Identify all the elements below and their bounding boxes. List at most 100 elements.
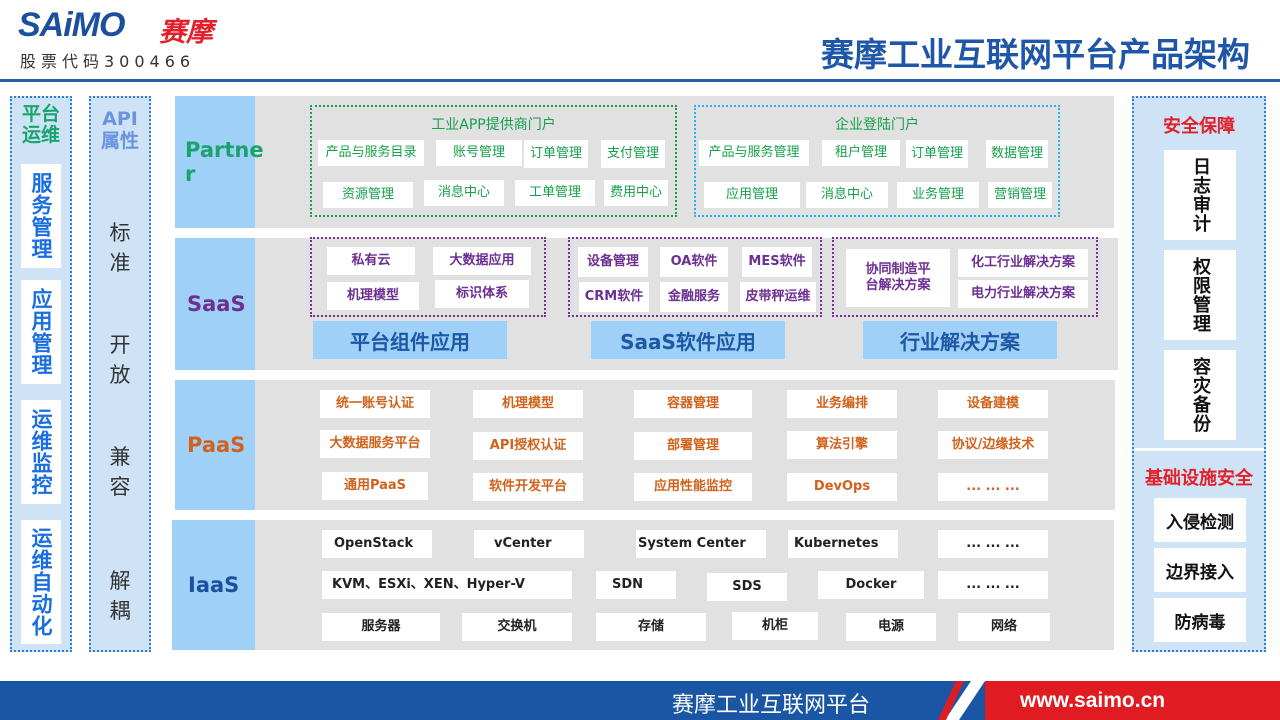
iaas-item[interactable]: vCenter (474, 530, 584, 558)
portal-item[interactable]: 订单管理 (524, 140, 588, 168)
security-item-disaster-backup[interactable]: 容灾备份 (1164, 350, 1236, 440)
paas-item[interactable]: 容器管理 (634, 390, 752, 418)
paas-item[interactable]: API授权认证 (473, 432, 583, 460)
platform-ops-title-line2: 运维 (21, 124, 60, 146)
paas-item[interactable]: 部署管理 (634, 432, 752, 460)
saas-group-title-platform: 平台组件应用 (313, 321, 507, 359)
saas-item[interactable]: 金融服务 (660, 282, 728, 312)
security-item-label: 权限管理 (1190, 257, 1211, 333)
portal-item[interactable]: 工单管理 (515, 180, 595, 206)
saas-item[interactable]: 协同制造平台解决方案 (846, 249, 950, 307)
enterprise-portal-title: 企业登陆门户 (835, 117, 919, 133)
enterprise-portal (694, 105, 1060, 217)
saas-item[interactable]: OA软件 (660, 247, 728, 277)
saas-item[interactable]: 化工行业解决方案 (958, 249, 1088, 277)
iaas-item[interactable]: Kubernetes (788, 530, 898, 558)
iaas-item[interactable]: SDS (707, 573, 787, 601)
paas-item[interactable]: 应用性能监控 (634, 473, 752, 501)
portal-item[interactable]: 应用管理 (704, 182, 800, 208)
security-item-log-audit[interactable]: 日志审计 (1164, 150, 1236, 240)
app-provider-portal-title: 工业APP提供商门户 (431, 117, 556, 133)
saas-item[interactable]: 标识体系 (435, 280, 529, 308)
saas-item[interactable]: 设备管理 (578, 247, 648, 277)
iaas-item[interactable]: Docker (818, 571, 924, 599)
paas-item[interactable]: 软件开发平台 (473, 473, 583, 501)
saas-group-title-industry: 行业解决方案 (863, 321, 1057, 359)
portal-item[interactable]: 产品与服务目录 (318, 140, 424, 166)
ops-item-monitoring[interactable]: 运维监控 (21, 400, 61, 504)
portal-item[interactable]: 资源管理 (323, 182, 413, 208)
portal-item[interactable]: 订单管理 (906, 140, 968, 168)
platform-ops-title: 平台 运维 (15, 104, 67, 146)
paas-item[interactable]: 通用PaaS (322, 472, 428, 500)
ops-item-service-management[interactable]: 服务管理 (21, 164, 61, 268)
ops-item-label: 服务管理 (29, 172, 53, 260)
infra-item-intrusion-detection[interactable]: 入侵检测 (1154, 498, 1246, 542)
iaas-label-text: IaaS (188, 573, 240, 597)
iaas-item[interactable]: 服务器 (322, 613, 440, 641)
iaas-item[interactable]: ... ... ... (938, 530, 1048, 558)
iaas-item[interactable]: SDN (596, 571, 676, 599)
api-word-decouple: 解 耦 (89, 566, 151, 626)
api-word-char: 耦 (109, 599, 131, 623)
iaas-item[interactable]: 机柜 (732, 612, 818, 640)
saas-item[interactable]: 机理模型 (327, 282, 419, 310)
security-item-permissions[interactable]: 权限管理 (1164, 250, 1236, 340)
portal-item[interactable]: 产品与服务管理 (699, 140, 809, 166)
company-logo: SAiMO (18, 6, 125, 44)
infra-item-antivirus[interactable]: 防病毒 (1154, 598, 1246, 642)
iaas-item[interactable]: OpenStack (322, 530, 432, 558)
portal-item[interactable]: 账号管理 (436, 140, 522, 166)
paas-item[interactable]: ... ... ... (938, 473, 1048, 501)
ops-item-automation[interactable]: 运维自动化 (21, 520, 61, 644)
saas-item[interactable]: MES软件 (742, 247, 812, 277)
iaas-item[interactable]: System Center (636, 530, 766, 558)
paas-item[interactable]: 业务编排 (787, 390, 897, 418)
paas-item[interactable]: 大数据服务平台 (320, 430, 430, 458)
iaas-item[interactable]: 存储 (596, 613, 706, 641)
iaas-item[interactable]: 电源 (846, 613, 936, 641)
iaas-layer-label: IaaS (172, 520, 255, 650)
footer-website-link[interactable]: www.saimo.cn (1020, 689, 1166, 712)
security-item-label: 容灾备份 (1190, 357, 1211, 433)
paas-item[interactable]: DevOps (787, 473, 897, 501)
ops-item-app-management[interactable]: 应用管理 (21, 280, 61, 384)
paas-item[interactable]: 算法引擎 (787, 431, 897, 459)
infra-item-border-access[interactable]: 边界接入 (1154, 548, 1246, 592)
paas-item[interactable]: 机理模型 (473, 390, 583, 418)
portal-item[interactable]: 数据管理 (986, 140, 1048, 168)
saas-item[interactable]: 大数据应用 (433, 247, 531, 275)
iaas-item[interactable]: ... ... ... (938, 571, 1048, 599)
saas-item[interactable]: 电力行业解决方案 (958, 280, 1088, 308)
iaas-item[interactable]: 交换机 (462, 613, 572, 641)
partner-layer-label: Partne r (175, 96, 264, 228)
portal-item[interactable]: 支付管理 (601, 140, 665, 168)
paas-item[interactable]: 协议/边缘技术 (938, 431, 1048, 459)
portal-item[interactable]: 消息中心 (424, 180, 504, 206)
api-word-char: 解 (109, 569, 131, 593)
infra-item-label: 防病毒 (1174, 612, 1226, 633)
saas-item[interactable]: 皮带秤运维 (740, 282, 816, 312)
portal-item[interactable]: 营销管理 (988, 182, 1052, 208)
portal-item[interactable]: 租户管理 (822, 140, 900, 166)
saas-label-text: SaaS (187, 292, 246, 316)
paas-item[interactable]: 设备建模 (938, 390, 1048, 418)
infra-item-label: 边界接入 (1166, 562, 1234, 583)
portal-item[interactable]: 业务管理 (897, 182, 979, 208)
api-attributes-column: API 属性 标 准 开 放 兼 容 解 耦 (89, 96, 151, 652)
paas-item[interactable]: 统一账号认证 (320, 390, 430, 418)
iaas-item[interactable]: KVM、ESXi、XEN、Hyper-V (322, 571, 572, 599)
footer-platform-name: 赛摩工业互联网平台 (672, 693, 871, 718)
partner-label-line2: r (185, 162, 196, 186)
iaas-item[interactable]: 网络 (958, 613, 1050, 641)
portal-item[interactable]: 费用中心 (604, 180, 668, 206)
saas-group-platform (310, 237, 546, 317)
saas-group-industry (832, 237, 1098, 317)
security-divider (1134, 448, 1264, 451)
saas-item[interactable]: 私有云 (327, 247, 415, 275)
saas-item[interactable]: CRM软件 (579, 282, 649, 312)
api-attributes-title: API 属性 (89, 108, 151, 152)
api-word-char: 容 (109, 475, 131, 499)
portal-item[interactable]: 消息中心 (806, 182, 888, 208)
api-word-char: 准 (109, 251, 131, 275)
